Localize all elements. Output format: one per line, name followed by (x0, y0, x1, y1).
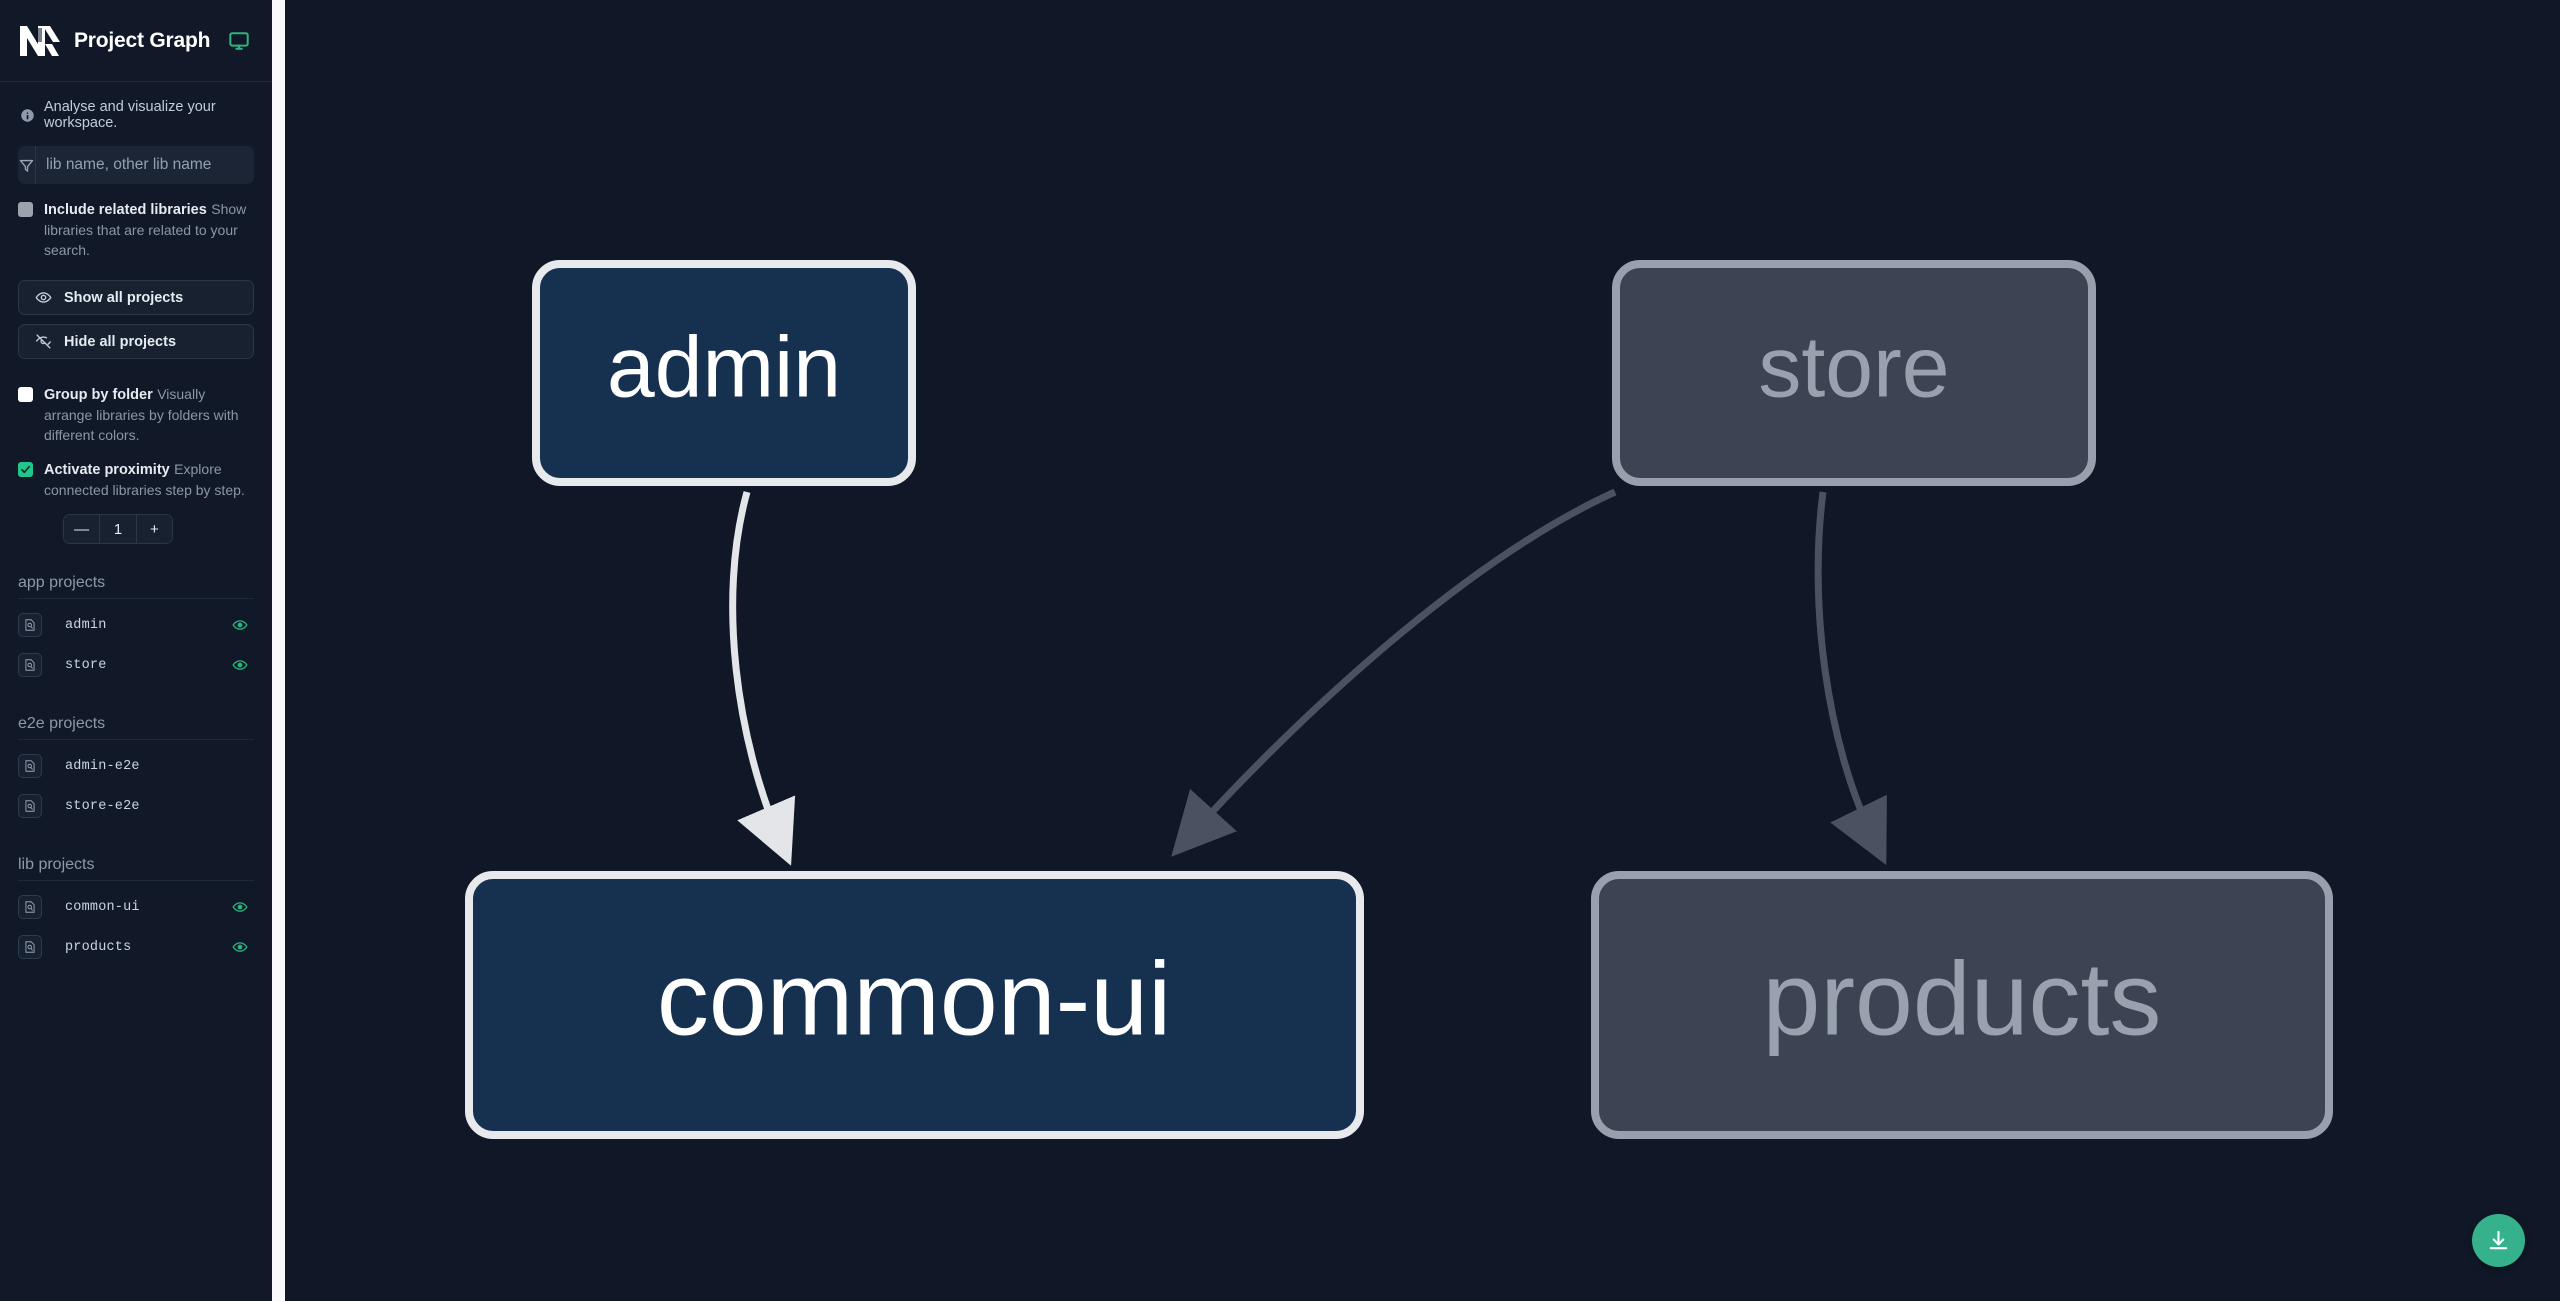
node-rect-admin[interactable] (532, 260, 916, 486)
project-name-admin: admin (65, 617, 107, 633)
spacer (18, 368, 254, 384)
option-label-include-related: Include related libraries (44, 202, 207, 218)
section-lib-projects: lib projects common-ui (0, 856, 272, 967)
project-icon (18, 935, 42, 959)
proximity-increment-button[interactable]: + (136, 515, 172, 543)
app-icon (25, 659, 35, 671)
checkbox-group-by-folder[interactable] (18, 387, 33, 402)
page-title: Project Graph (74, 28, 211, 52)
graph-svg: admin store common-ui products (465, 260, 2333, 1139)
funnel-icon (19, 159, 34, 172)
monitor-icon[interactable] (228, 30, 250, 52)
project-icon (18, 653, 42, 677)
section-title-app-projects: app projects (18, 574, 254, 599)
sidebar-header: Project Graph (0, 0, 272, 82)
sidebar-divider (272, 0, 285, 1301)
node-label-store: store (1758, 320, 1949, 416)
show-all-projects-label: Show all projects (64, 289, 184, 306)
edge-admin-to-common-ui (729, 491, 796, 866)
workspace-note-text: Analyse and visualize your workspace. (44, 99, 216, 131)
graph-node-store[interactable]: store (1612, 260, 2096, 486)
graph-node-admin[interactable]: admin (532, 260, 916, 486)
sidebar-controls: Include related libraries Show libraries… (0, 146, 272, 544)
visibility-eye-icon[interactable] (232, 939, 248, 955)
node-rect-store[interactable] (1612, 260, 2096, 486)
checkbox-activate-proximity[interactable] (18, 462, 33, 477)
section-title-lib-projects: lib projects (18, 856, 254, 881)
project-icon (18, 794, 42, 818)
download-graph-button[interactable] (2472, 1214, 2525, 1267)
app-icon (25, 760, 35, 772)
proximity-decrement-button[interactable]: — (64, 515, 100, 543)
graph-node-products[interactable]: products (1591, 871, 2333, 1139)
option-activate-proximity[interactable]: Activate proximity Explore connected lib… (18, 459, 254, 500)
section-e2e-projects: e2e projects admin-e2e (0, 715, 272, 826)
hide-all-projects-label: Hide all projects (64, 333, 177, 350)
app-icon (25, 619, 35, 631)
project-row-admin[interactable]: admin (18, 605, 254, 645)
option-desc-activate-proximity: Explore connected libraries step by step… (44, 461, 245, 498)
project-row-store[interactable]: store (18, 645, 254, 685)
project-icon (18, 613, 42, 637)
graph-node-common-ui[interactable]: common-ui (465, 871, 1364, 1139)
workspace-note: Analyse and visualize your workspace. (0, 82, 272, 146)
project-icon (18, 895, 42, 919)
project-name-store: store (65, 657, 107, 673)
option-label-group-by-folder: Group by folder (44, 387, 153, 403)
option-group-by-folder[interactable]: Group by folder Visually arrange librari… (18, 384, 254, 445)
node-label-admin: admin (607, 320, 841, 416)
eye-off-icon (35, 334, 52, 349)
proximity-value: 1 (99, 515, 137, 543)
eye-icon (35, 292, 52, 303)
check-icon (21, 465, 30, 474)
project-icon (18, 754, 42, 778)
section-title-e2e-projects: e2e projects (18, 715, 254, 740)
project-name-products: products (65, 939, 132, 955)
project-name-admin-e2e: admin-e2e (65, 758, 140, 774)
hide-all-projects-button[interactable]: Hide all projects (18, 324, 254, 359)
project-name-common-ui: common-ui (65, 899, 140, 915)
app-icon (25, 800, 35, 812)
search-row[interactable] (18, 146, 254, 184)
download-icon (2489, 1230, 2508, 1250)
lib-icon (25, 941, 35, 953)
project-row-store-e2e[interactable]: store-e2e (18, 786, 254, 826)
lib-icon (25, 901, 35, 913)
project-row-common-ui[interactable]: common-ui (18, 887, 254, 927)
nx-logo (20, 25, 60, 56)
option-desc-group-by-folder: Visually arrange libraries by folders wi… (44, 386, 239, 443)
show-all-projects-button[interactable]: Show all projects (18, 280, 254, 315)
visibility-eye-icon[interactable] (232, 657, 248, 673)
info-icon (21, 108, 34, 122)
project-name-store-e2e: store-e2e (65, 798, 140, 814)
spacer (18, 449, 254, 459)
project-row-products[interactable]: products (18, 927, 254, 967)
node-rect-common-ui[interactable] (465, 871, 1364, 1139)
spacer (18, 264, 254, 280)
node-rect-products[interactable] (1591, 871, 2333, 1139)
proximity-stepper[interactable]: — 1 + (63, 514, 173, 544)
node-label-products: products (1763, 941, 2162, 1057)
visibility-eye-icon[interactable] (232, 899, 248, 915)
graph-canvas[interactable]: admin store common-ui products (285, 0, 2560, 1301)
sidebar: Project Graph Analyse and visualize your… (0, 0, 272, 1301)
option-include-related-libraries[interactable]: Include related libraries Show libraries… (18, 199, 254, 260)
node-label-common-ui: common-ui (657, 941, 1171, 1057)
checkbox-include-related[interactable] (18, 202, 33, 217)
graph-edges (729, 488, 1887, 866)
option-label-activate-proximity: Activate proximity (44, 462, 170, 478)
option-desc-include-related: Show libraries that are related to your … (44, 201, 247, 258)
edge-store-to-common-ui (1171, 488, 1617, 857)
project-row-admin-e2e[interactable]: admin-e2e (18, 746, 254, 786)
search-input[interactable] (36, 146, 254, 184)
edge-store-to-products (1814, 491, 1887, 866)
section-app-projects: app projects admin (0, 574, 272, 685)
visibility-eye-icon[interactable] (232, 617, 248, 633)
filter-icon-box (18, 146, 36, 184)
